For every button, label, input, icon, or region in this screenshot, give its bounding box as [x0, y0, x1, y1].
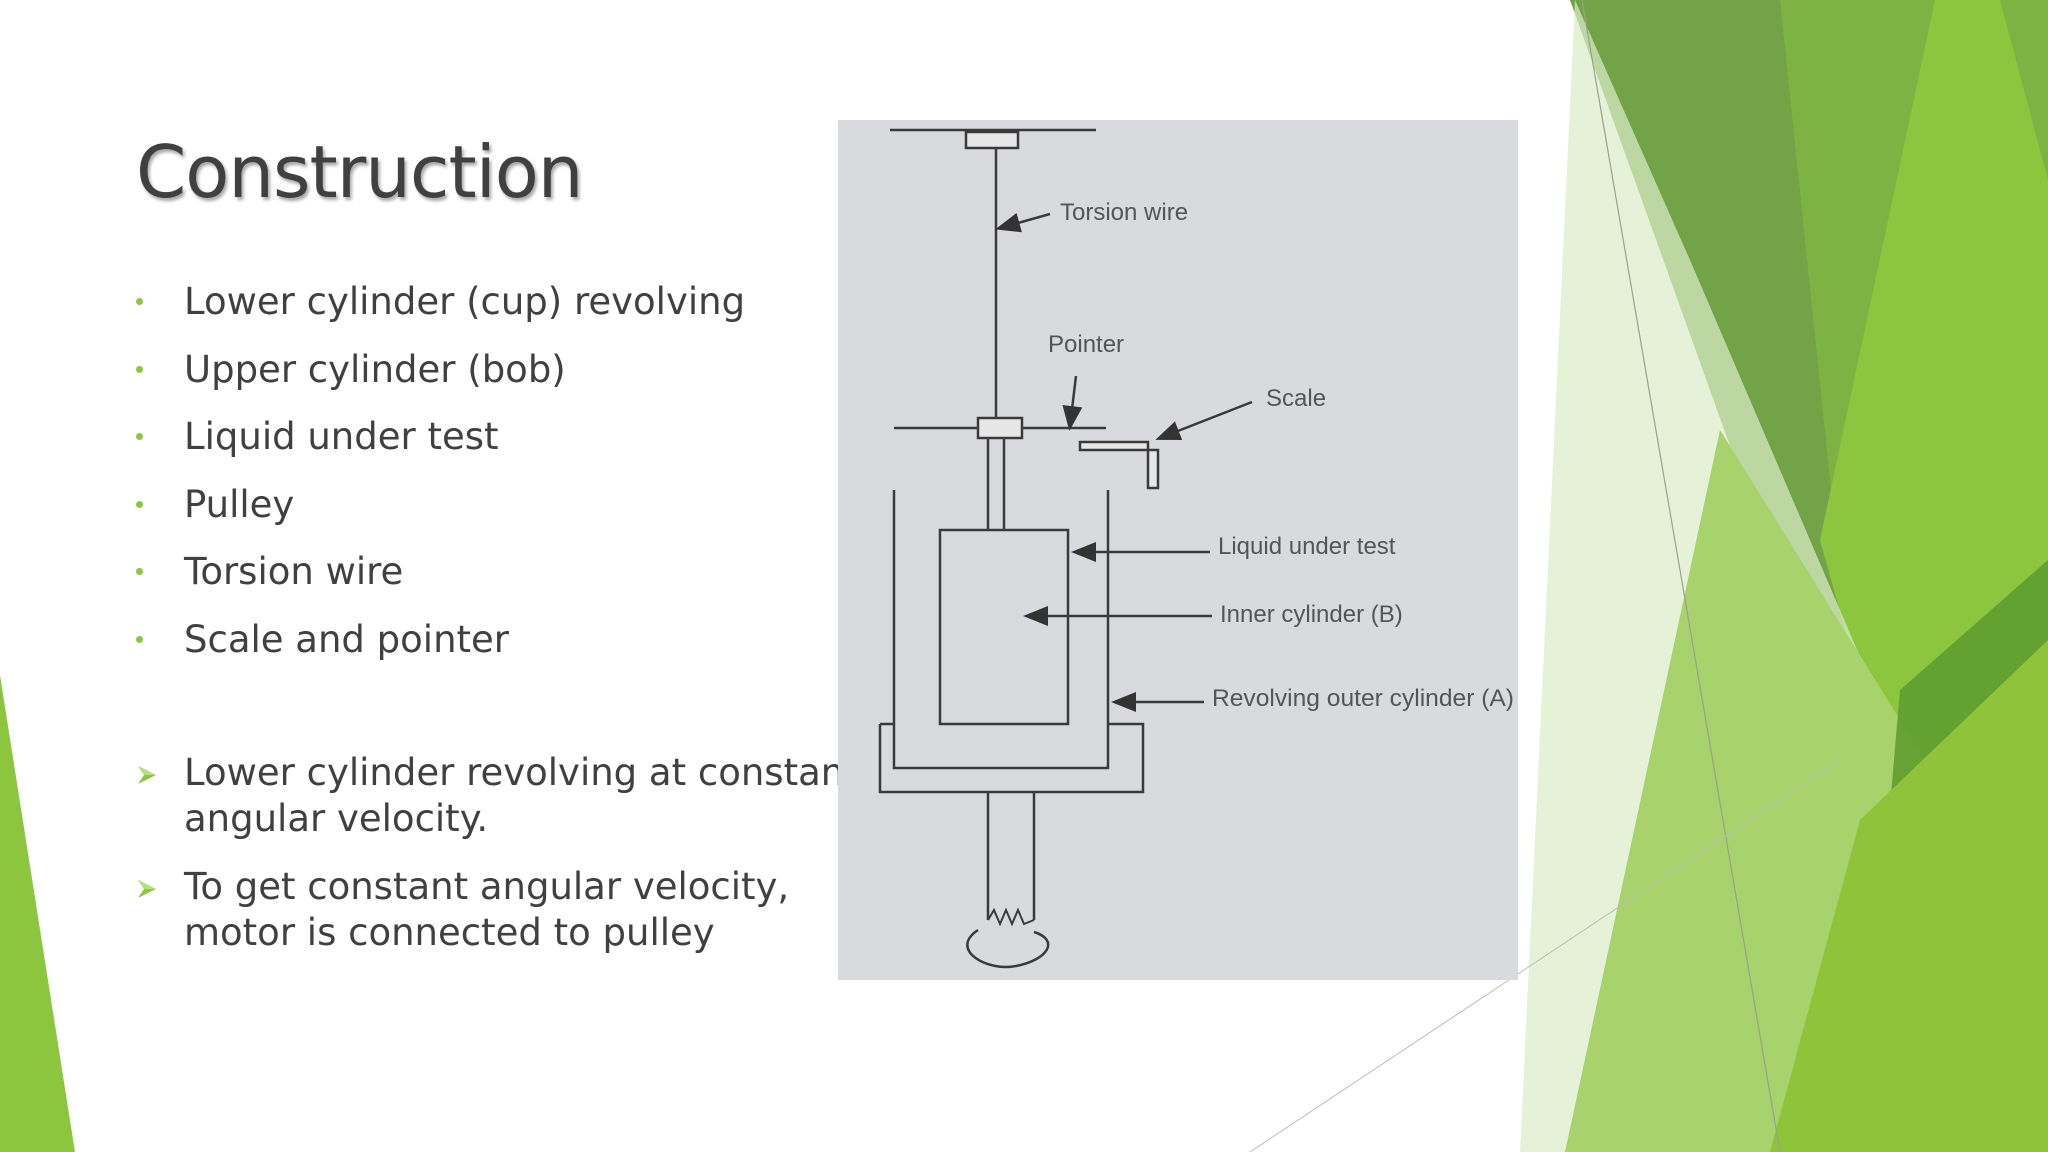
arrow-bullet-item: To get constant angular velocity, motor …: [136, 864, 904, 956]
thin-line-2: [1249, 759, 1841, 1152]
slide-title: Construction: [136, 130, 583, 214]
inner-cylinder-label: Inner cylinder (B): [1220, 601, 1403, 628]
right-facet-lime: [1770, 640, 2048, 1152]
bullet-list: Lower cylinder (cup) revolving Upper cyl…: [136, 278, 745, 683]
bullet-item: Torsion wire: [136, 548, 745, 616]
green-arrow-bullet-icon: [138, 880, 156, 898]
top-clamp: [964, 130, 1020, 150]
arrow-bullet-text: Lower cylinder revolving at constant ang…: [184, 751, 859, 840]
pointer-label: Pointer: [1048, 331, 1124, 358]
rotation-arrow: [966, 928, 1050, 969]
bullet-text: Upper cylinder (bob): [184, 347, 566, 391]
bullet-item: Liquid under test: [136, 413, 745, 481]
pointer-clamp: [976, 416, 1024, 440]
base-cup: [878, 722, 1145, 794]
scale-bracket: [1078, 440, 1160, 490]
bullet-item: Upper cylinder (bob): [136, 346, 745, 414]
bullet-text: Torsion wire: [184, 550, 404, 593]
outer-cylinder: [892, 490, 1110, 770]
bullet-text: Lower cylinder (cup) revolving: [184, 280, 746, 323]
viscometer-diagram-drawing: Torsion wire Pointer Scale Liquid under …: [878, 128, 1514, 969]
scale-leader: [1155, 400, 1253, 441]
liquid-label: Liquid under test: [1218, 533, 1396, 560]
arrow-bullet-text: To get constant angular velocity, motor …: [184, 865, 790, 954]
pointer-leader: [1062, 375, 1083, 431]
torsion-wire-label: Torsion wire: [1060, 199, 1188, 226]
bullet-item: Lower cylinder (cup) revolving: [136, 278, 745, 346]
bullet-text: Liquid under test: [184, 415, 499, 458]
bullet-dot-icon: [136, 568, 143, 575]
bullet-text: Pulley: [184, 482, 295, 526]
bullet-dot-icon: [136, 500, 143, 508]
spring-coil: [987, 907, 1035, 927]
left-facet: [0, 675, 75, 1152]
bullet-dot-icon: [136, 433, 143, 440]
inner-cylinder: [938, 528, 1070, 726]
bullet-dot-icon: [136, 298, 143, 305]
thin-line-1: [1581, 0, 1781, 1152]
bullet-item: Pulley: [136, 481, 745, 549]
outer-cylinder-label: Revolving outer cylinder (A): [1212, 685, 1514, 712]
scale-label: Scale: [1266, 385, 1326, 412]
arrow-bullet-item: Lower cylinder revolving at constant ang…: [136, 750, 904, 842]
arrow-bullet-list: Lower cylinder revolving at constant ang…: [136, 750, 904, 978]
bullet-text: Scale and pointer: [184, 617, 510, 661]
bullet-dot-icon: [136, 635, 143, 643]
bullet-item: Scale and pointer: [136, 616, 745, 684]
green-arrow-bullet-icon: [138, 766, 156, 784]
viscometer-diagram: Torsion wire Pointer Scale Liquid under …: [838, 120, 1518, 980]
torsion-wire-leader: [995, 212, 1051, 233]
bullet-dot-icon: [136, 365, 143, 373]
